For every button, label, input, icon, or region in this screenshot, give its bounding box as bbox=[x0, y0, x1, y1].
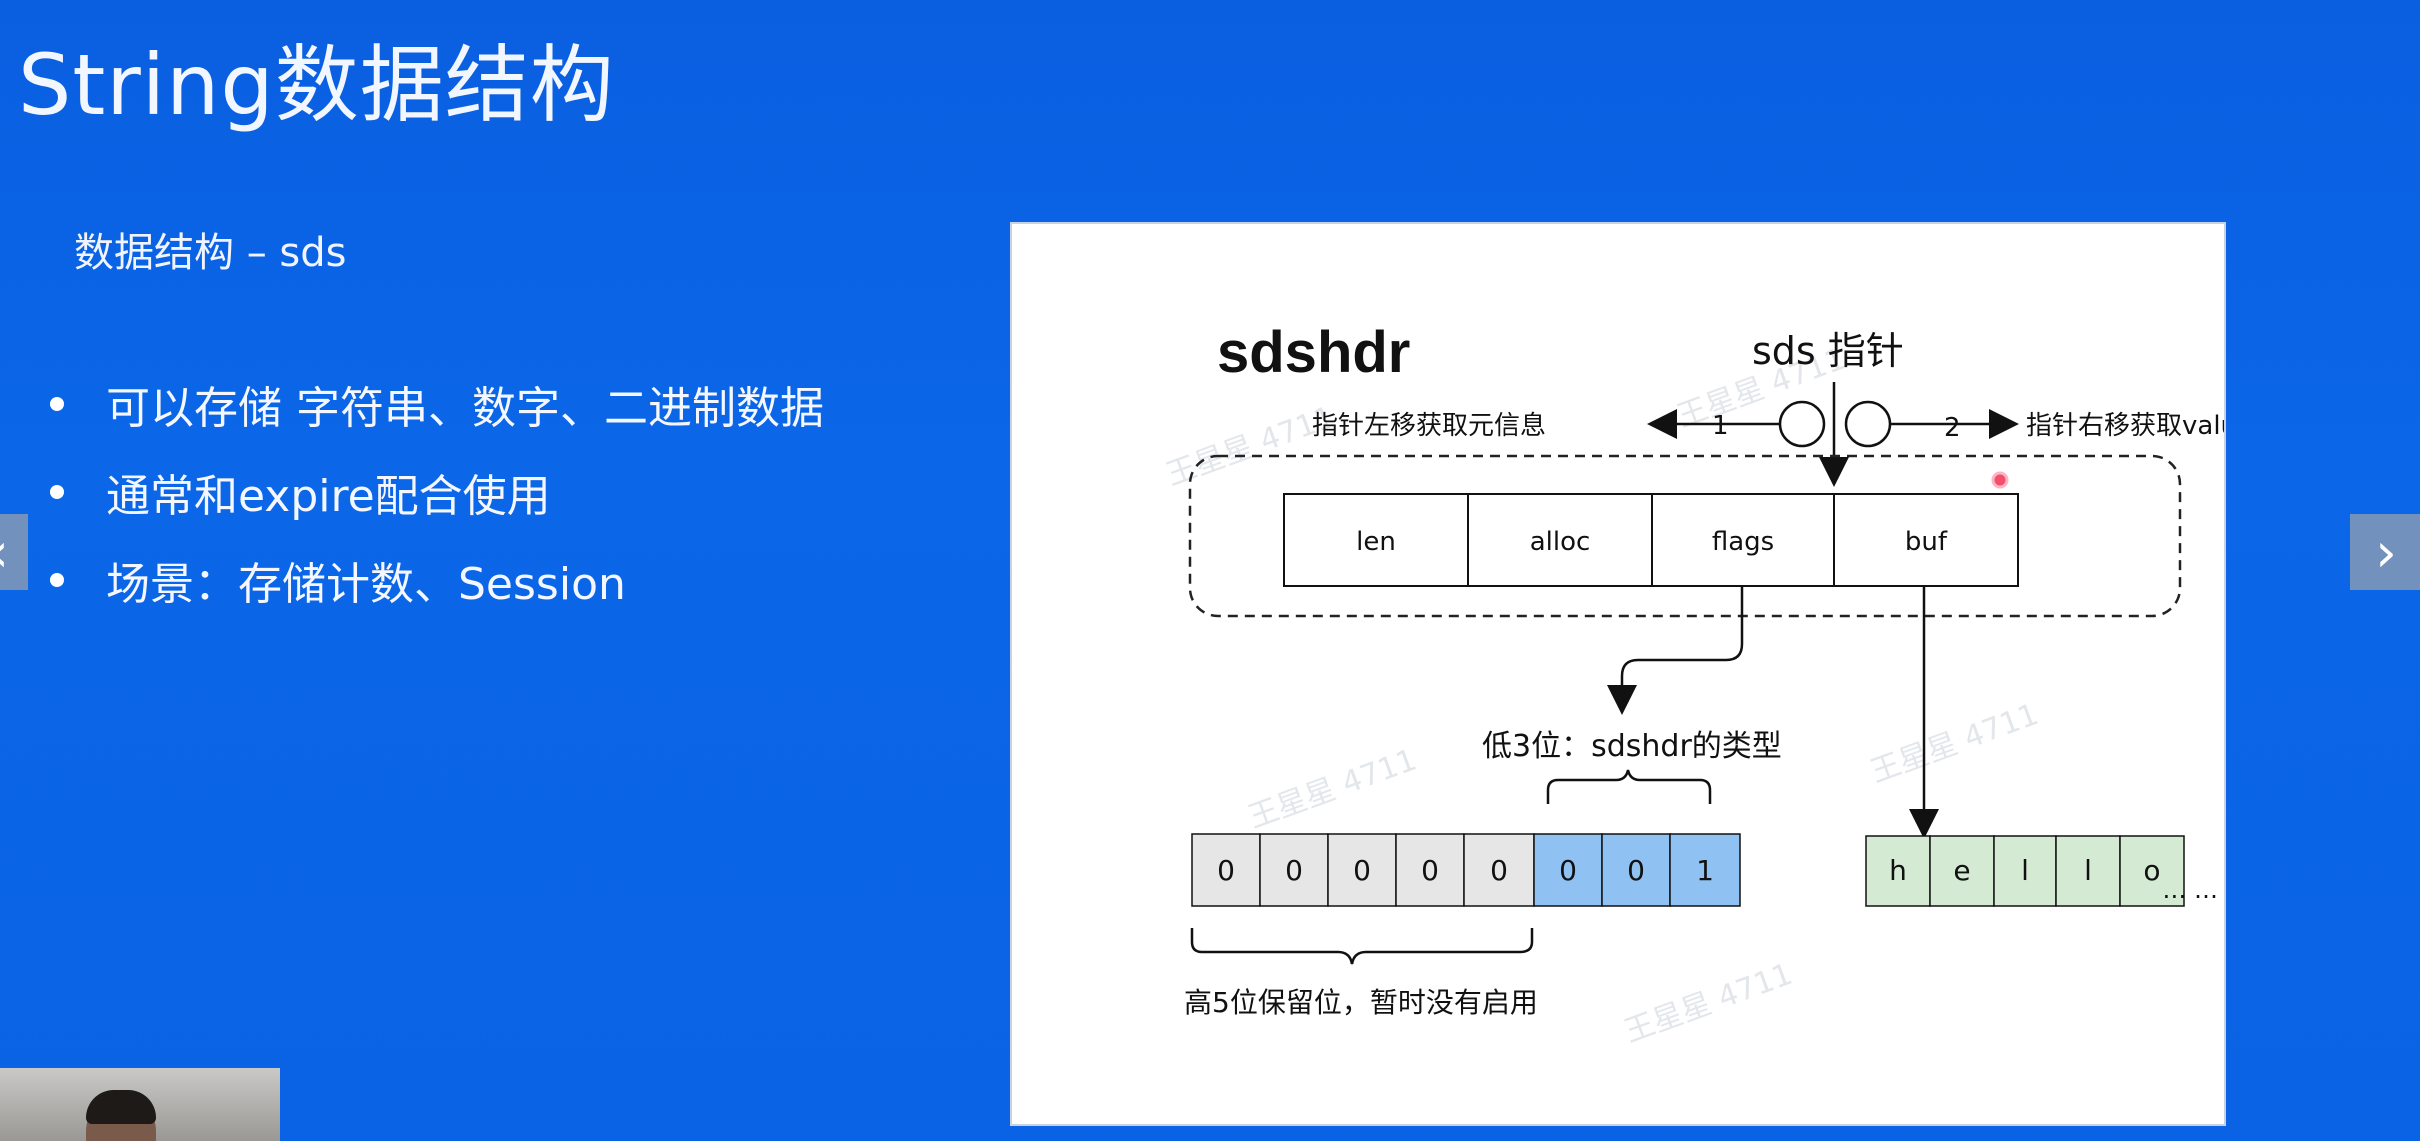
sdshdr-container bbox=[1188, 454, 2182, 618]
char-cell: l bbox=[2084, 854, 2092, 887]
bullet-item: 可以存储 字符串、数字、二进制数据 bbox=[50, 360, 824, 448]
low-bits-brace bbox=[1546, 769, 1712, 804]
char-cell: l bbox=[2021, 854, 2029, 887]
slide-subtitle: 数据结构 – sds bbox=[74, 230, 347, 276]
sds-diagram: 王星星 4711 王星星 4711 王星星 4711 王星星 4711 王星星 … bbox=[1010, 222, 2226, 1126]
next-slide-button[interactable]: › bbox=[2350, 514, 2420, 590]
flags-arrow bbox=[1607, 586, 1744, 715]
left-step: 1 bbox=[1712, 411, 1729, 441]
bullet-dot-icon bbox=[50, 397, 64, 411]
high-bits-label: 高5位保留位，暂时没有启用 bbox=[1184, 986, 1538, 1019]
field-alloc: alloc bbox=[1530, 527, 1591, 557]
char-cell: h bbox=[1889, 854, 1907, 887]
sds-diagram-svg: 王星星 4711 王星星 4711 王星星 4711 王星星 4711 王星星 … bbox=[1162, 320, 2224, 1050]
low-bits-label: 低3位：sdshdr的类型 bbox=[1482, 729, 1782, 764]
bullet-item: 场景：存储计数、Session bbox=[50, 536, 824, 624]
bit-cell: 0 bbox=[1490, 854, 1508, 887]
high-bits-brace bbox=[1190, 928, 1534, 965]
buf-chars: h e l l o bbox=[1865, 835, 2185, 907]
right-step: 2 bbox=[1944, 413, 1961, 443]
watermark-text: 王星星 4711 bbox=[1866, 697, 2043, 790]
bit-cell: 0 bbox=[1559, 854, 1577, 887]
left-annotation: 指针左移获取元信息 bbox=[1312, 411, 1546, 441]
flag-bits: 0 0 0 0 0 0 0 1 bbox=[1191, 833, 1741, 907]
bullet-text: 通常和expire配合使用 bbox=[106, 471, 551, 522]
bullet-list: 可以存储 字符串、数字、二进制数据 通常和expire配合使用 场景：存储计数、… bbox=[50, 360, 824, 624]
watermark-text: 王星星 4711 bbox=[1244, 742, 1421, 835]
bullet-item: 通常和expire配合使用 bbox=[50, 448, 824, 536]
right-circle bbox=[1844, 400, 1892, 448]
struct-name: sdshdr bbox=[1217, 320, 1410, 385]
bit-cell: 0 bbox=[1217, 854, 1235, 887]
sdshdr-fields: len alloc flags buf bbox=[1283, 493, 2019, 587]
char-cell: o bbox=[2143, 854, 2160, 887]
prev-slide-button[interactable]: ‹ bbox=[0, 514, 28, 590]
char-cell: e bbox=[1953, 854, 1970, 887]
bullet-text: 可以存储 字符串、数字、二进制数据 bbox=[106, 383, 824, 434]
pointer-label: sds 指针 bbox=[1752, 329, 1904, 373]
bit-cell: 0 bbox=[1353, 854, 1371, 887]
ellipsis: … … bbox=[2162, 876, 2218, 904]
bit-cell: 0 bbox=[1627, 854, 1645, 887]
watermark-text: 王星星 4711 bbox=[1620, 957, 1797, 1050]
bullet-dot-icon bbox=[50, 485, 64, 499]
field-len: len bbox=[1356, 527, 1396, 557]
field-buf: buf bbox=[1905, 527, 1948, 557]
presenter-hair bbox=[86, 1090, 156, 1124]
bullet-text: 场景：存储计数、Session bbox=[106, 559, 626, 610]
bit-cell: 0 bbox=[1285, 854, 1303, 887]
left-circle bbox=[1778, 400, 1826, 448]
field-flags: flags bbox=[1712, 527, 1774, 557]
cursor-dot-icon bbox=[1991, 471, 2009, 489]
slide-title: String数据结构 bbox=[18, 36, 615, 134]
webcam-overlay bbox=[0, 1068, 280, 1141]
bullet-dot-icon bbox=[50, 573, 64, 587]
bit-cell: 1 bbox=[1696, 854, 1714, 887]
bit-cell: 0 bbox=[1421, 854, 1439, 887]
right-annotation: 指针右移获取value bbox=[2026, 411, 2224, 441]
